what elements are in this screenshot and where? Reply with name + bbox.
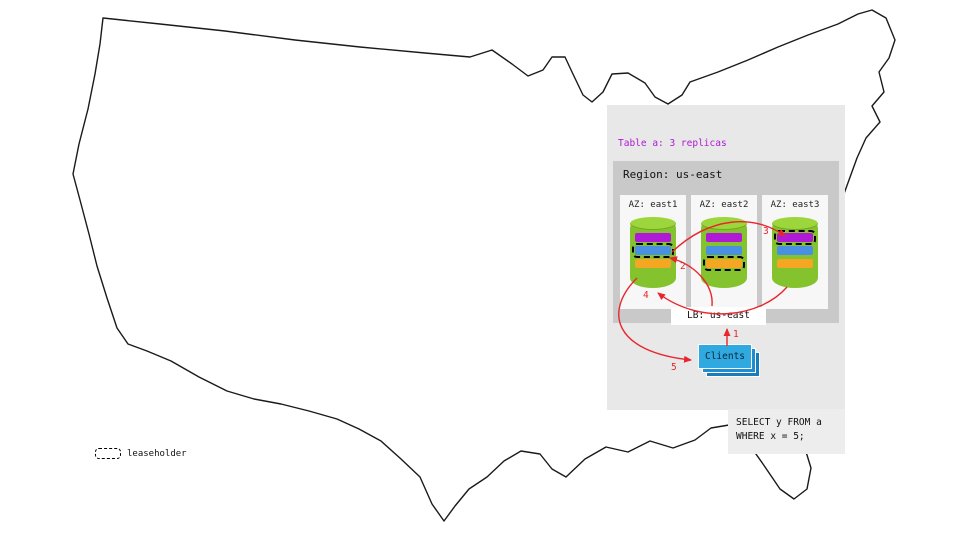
- sql-query-box: SELECT y FROM a WHERE x = 5;: [728, 409, 845, 454]
- flow-step-2: 2: [680, 261, 686, 272]
- sql-line-1: SELECT y FROM a: [736, 417, 822, 428]
- leaseholder-key: leaseholder: [95, 448, 187, 459]
- replica-band-index-a: [706, 246, 742, 255]
- az-label: AZ: east1: [628, 200, 678, 210]
- flow-step-3: 3: [763, 226, 769, 237]
- replica-band-table-a: [635, 233, 671, 242]
- replica-band-table-b: [777, 259, 813, 268]
- replica-band-table-b: [635, 259, 671, 268]
- replica-band-table-a: [774, 230, 816, 245]
- leaseholder-key-label: leaseholder: [127, 448, 187, 459]
- replica-bands: [703, 233, 745, 272]
- replica-band-table-b: [703, 256, 745, 271]
- region-title: Region: us-east: [623, 168, 723, 181]
- clients-box: Clients: [698, 344, 752, 369]
- leaseholder-swatch-icon: [95, 448, 121, 459]
- az-box-east3: AZ: east3: [762, 195, 828, 309]
- clients-stack: Clients: [698, 344, 768, 384]
- flow-step-1: 1: [733, 329, 739, 340]
- sql-line-2: WHERE x = 5;: [736, 431, 805, 442]
- az-label: AZ: east2: [699, 200, 749, 210]
- replica-band-table-a: [706, 233, 742, 242]
- flow-step-5: 5: [671, 362, 677, 373]
- replica-bands: [632, 233, 674, 272]
- az-box-east1: AZ: east1: [620, 195, 686, 309]
- replica-bands: [774, 230, 816, 272]
- database-cylinder: [772, 217, 818, 288]
- legend-item-table-a: Table a: 3 replicas: [618, 138, 727, 149]
- az-label: AZ: east3: [770, 200, 820, 210]
- database-cylinder: [630, 217, 676, 288]
- replica-band-index-a: [777, 246, 813, 255]
- replica-band-index-a: [632, 243, 674, 258]
- database-cylinder: [701, 217, 747, 288]
- load-balancer-box: LB: us-east: [671, 307, 766, 325]
- flow-step-4: 4: [643, 290, 649, 301]
- az-box-east2: AZ: east2: [691, 195, 757, 309]
